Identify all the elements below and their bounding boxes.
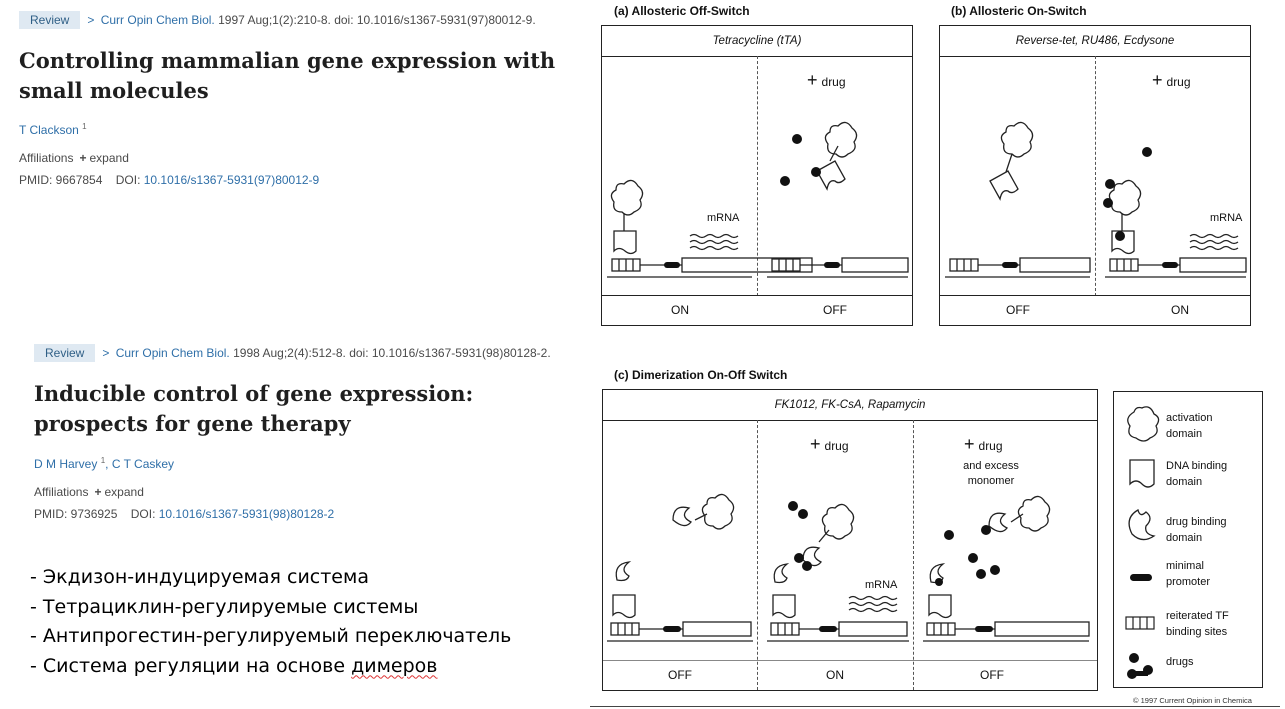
panel-c-footer: OFF ON OFF [603, 660, 1097, 690]
drug-label: +drug [1152, 70, 1191, 90]
pmid: PMID: 9736925 [34, 507, 118, 521]
panel-a: Tetracycline (tTA) ON OFF +drug mRNA [601, 25, 913, 326]
mrna-label: mRNA [1210, 212, 1243, 224]
journal-link[interactable]: Curr Opin Chem Biol. [100, 13, 215, 27]
bullet-text: - Система регуляции на основе [30, 654, 352, 677]
figure-baseline [590, 706, 1280, 707]
panel-b-footer: OFF ON [940, 295, 1250, 325]
state-label: ON [826, 668, 844, 682]
mrna-label: mRNA [707, 212, 740, 224]
article1-authors: T Clackson 1 [19, 122, 87, 137]
state-label: OFF [823, 303, 847, 317]
chevron-right-icon: > [87, 13, 95, 27]
legend-text: drugs [1166, 656, 1194, 668]
article2-affiliations[interactable]: Affiliations +expand [34, 485, 144, 499]
drug-label: +drug [964, 434, 1003, 454]
drug-label: +drug [807, 70, 846, 90]
panel-divider [913, 420, 914, 690]
drug-label: +drug [810, 434, 849, 454]
panel-c-label: (c) Dimerization On-Off Switch [614, 368, 788, 382]
state-label: ON [671, 303, 689, 317]
pmid: PMID: 9667854 [19, 173, 103, 187]
panel-divider [757, 56, 758, 296]
article1-affiliations[interactable]: Affiliations +expand [19, 151, 129, 165]
citation-text: 1997 Aug;1(2):210-8. doi: 10.1016/s1367-… [218, 13, 536, 27]
author-link[interactable]: T Clackson [19, 123, 79, 137]
panel-divider [757, 420, 758, 690]
legend-item: drugs [1114, 648, 1264, 698]
affiliations-label: Affiliations [34, 485, 89, 499]
dna-binding-domain-icon [1129, 459, 1155, 488]
spellcheck-word: димеров [351, 654, 438, 677]
article2-citation-line: Review > Curr Opin Chem Biol. 1998 Aug;2(… [34, 344, 551, 362]
panel-c-diagram [607, 493, 1090, 642]
panel-a-diagram [607, 121, 909, 278]
bullet-item: - Тетрациклин-регулируемые системы [30, 595, 419, 618]
bullet-list: - Экдизон-индуцируемая система - Тетраци… [30, 563, 511, 681]
expand-label[interactable]: expand [104, 485, 144, 499]
review-badge: Review [34, 344, 96, 362]
panel-divider [1095, 56, 1096, 296]
author-link[interactable]: D M Harvey [34, 457, 98, 471]
panel-c: FK1012, FK-CsA, Rapamycin OFF ON OFF +dr… [602, 389, 1098, 691]
affiliation-sup: 1 [82, 122, 87, 131]
journal-link[interactable]: Curr Opin Chem Biol. [115, 346, 230, 360]
mrna-label: mRNA [865, 579, 898, 591]
activation-domain-icon [1127, 406, 1160, 442]
drugs-icon [1127, 653, 1153, 679]
state-label: OFF [980, 668, 1004, 682]
doi-link[interactable]: 10.1016/s1367-5931(98)80128-2 [158, 507, 335, 521]
plus-icon[interactable]: + [79, 151, 87, 165]
expand-label[interactable]: expand [89, 151, 129, 165]
affiliation-sup: 1 [100, 456, 106, 465]
article2-ids: PMID: 9736925 DOI: 10.1016/s1367-5931(98… [34, 507, 334, 521]
plus-icon[interactable]: + [94, 485, 102, 499]
bullet-item: - Антипрогестин-регулируемый переключате… [30, 625, 512, 647]
article2-title[interactable]: Inducible control of gene expression: pr… [34, 381, 474, 436]
minimal-promoter-icon [1130, 574, 1152, 581]
chevron-right-icon: > [102, 346, 110, 360]
doi-label: DOI: [130, 507, 156, 521]
state-label: OFF [668, 668, 692, 682]
citation-text: 1998 Aug;2(4):512-8. doi: 10.1016/s1367-… [233, 346, 551, 360]
article1-citation-line: Review > Curr Opin Chem Biol. 1997 Aug;1(… [19, 11, 536, 29]
panel-b-label: (b) Allosteric On-Switch [951, 4, 1087, 18]
panel-a-footer: ON OFF [602, 295, 912, 325]
state-label: ON [1171, 303, 1189, 317]
state-label: OFF [1006, 303, 1030, 317]
author-link[interactable]: C T Caskey [111, 457, 175, 471]
panel-b: Reverse-tet, RU486, Ecdysone OFF ON +dru… [939, 25, 1251, 326]
drug-binding-domain-icon [1128, 509, 1156, 541]
affiliations-label: Affiliations [19, 151, 74, 165]
copyright: © 1997 Current Opinion in Chemica [1133, 696, 1252, 705]
panel-b-diagram [945, 121, 1247, 278]
doi-label: DOI: [115, 173, 141, 187]
article1-title[interactable]: Controlling mammalian gene expression wi… [19, 48, 556, 103]
panel-c-header: FK1012, FK-CsA, Rapamycin [603, 390, 1097, 421]
panel-a-label: (a) Allosteric Off-Switch [614, 4, 750, 18]
tf-binding-sites-icon [1125, 616, 1155, 630]
article2-authors: D M Harvey 1, C T Caskey [34, 456, 175, 471]
doi-link[interactable]: 10.1016/s1367-5931(97)80012-9 [143, 173, 320, 187]
bullet-item: - Экдизон-индуцируемая система [30, 566, 369, 588]
review-badge: Review [19, 11, 81, 29]
article1-ids: PMID: 9667854 DOI: 10.1016/s1367-5931(97… [19, 173, 319, 187]
bullet-item: - Система регуляции на основе димеров [30, 652, 511, 682]
